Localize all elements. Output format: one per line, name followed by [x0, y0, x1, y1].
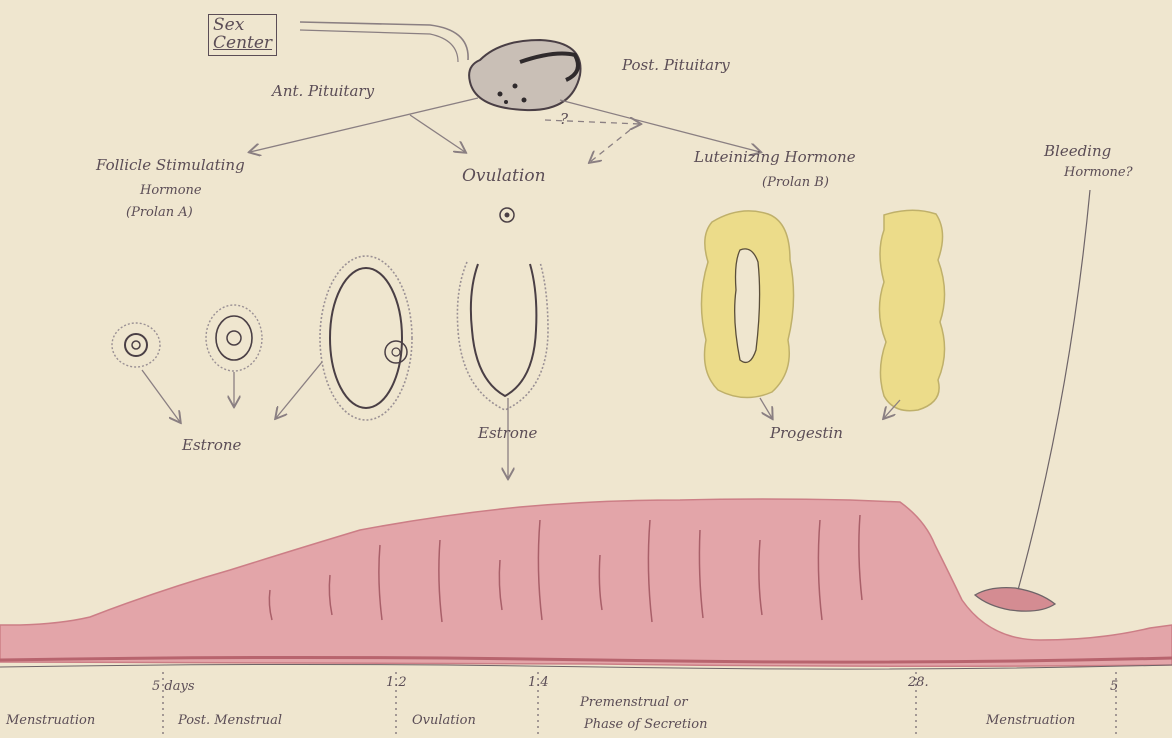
bleeding-label-line2: Hormone?: [1064, 166, 1133, 179]
bleeding-label-line1: Bleeding: [1044, 144, 1111, 159]
bleeding-hormone-line: [998, 190, 1090, 602]
follicle-mature: [320, 256, 412, 420]
phase-post-menstrual: Post. Menstrual: [178, 714, 282, 727]
phase-premenstrual: Premenstrual or: [580, 696, 688, 709]
lh-label-line2: (Prolan B): [762, 176, 829, 189]
ovum: [500, 208, 514, 222]
ruptured-follicle: [457, 262, 548, 410]
phase-menstruation-2: Menstruation: [986, 714, 1075, 727]
tick-1-2: 1.2: [386, 676, 407, 689]
phase-secretion: Phase of Secretion: [584, 718, 708, 731]
fsh-label-line3: (Prolan A): [126, 206, 193, 219]
ovulation-label-top: Ovulation: [462, 168, 546, 185]
follicle-primary: [112, 323, 160, 367]
follicle-growing: [206, 305, 262, 371]
corpus-luteum-mature: [879, 210, 944, 410]
phase-ovulation: Ovulation: [412, 714, 476, 727]
question-mark-label: ?: [560, 112, 568, 127]
lh-label-line1: Luteinizing Hormone: [694, 150, 856, 165]
sex-center-box: Sex Center: [208, 14, 277, 56]
endometrium: [0, 499, 1172, 669]
tick-5: 5: [1110, 680, 1118, 693]
corpus-luteum-early: [701, 211, 793, 398]
fsh-label-line2: Hormone: [140, 184, 202, 197]
progestin-label: Progestin: [770, 426, 843, 441]
sex-center-line2: Center: [213, 35, 272, 53]
fsh-label-line1: Follicle Stimulating: [96, 158, 245, 173]
ant-pituitary-label: Ant. Pituitary: [272, 84, 374, 99]
phase-menstruation-1: Menstruation: [6, 714, 95, 727]
post-pituitary-label: Post. Pituitary: [622, 58, 730, 73]
tick-1-4: 1.4: [528, 676, 549, 689]
estrone-left-label: Estrone: [182, 438, 241, 453]
estrone-center-label: Estrone: [478, 426, 537, 441]
tick-5-days: 5 days: [152, 680, 195, 693]
hormone-arrows: [142, 362, 900, 478]
tick-28: 28.: [908, 676, 929, 689]
